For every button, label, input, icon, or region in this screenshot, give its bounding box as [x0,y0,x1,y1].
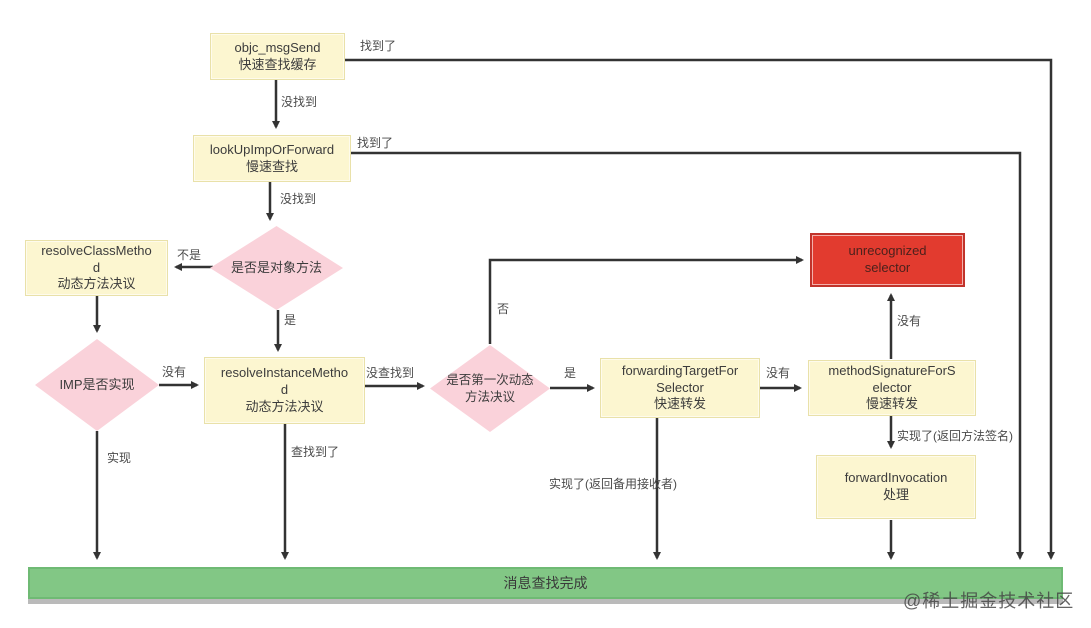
node-text-line: resolveClassMetho [41,242,152,258]
edge-label-not-first-resolve: 否 [497,302,510,316]
node-text-line: 处理 [882,487,909,502]
node-text-line: 慢速查找 [245,158,298,174]
node-text-line: 是否第一次动态 [446,373,534,388]
edge-label-first-resolve: 是 [564,366,577,380]
edge-label-imp-no: 没有 [162,365,187,379]
node-text-line: 是否是对象方法 [230,259,322,275]
edge-label-fast-forward-no: 没有 [766,366,791,380]
edge-label-resolve-not-found: 没查找到 [366,366,415,380]
node-text-line: forwardingTargetFor [621,362,739,378]
node-imp-implemented-decision: IMP是否实现 [35,339,159,431]
edge-label-slow-forward-yes: 实现了(返回方法签名) [897,429,1013,443]
edge-label-fast-not-found: 没找到 [281,95,318,109]
node-is-instance-method-decision: 是否是对象方法 [210,226,343,310]
node-text-line: 快速查找缓存 [238,56,317,72]
edge-label-imp-yes: 实现 [107,451,132,465]
edge-label-fast-forward-yes: 实现了(返回备用接收者) [549,477,677,491]
edge-label-slow-found: 找到了 [357,136,394,150]
edge-label-not-instance: 不是 [177,248,202,262]
edge-not-first-resolve [488,256,804,344]
edge-label-slow-not-found: 没找到 [280,192,317,206]
node-text-line: 方法决议 [464,389,515,404]
node-text-line: selector [864,260,911,275]
node-first-time-resolve-decision: 是否第一次动态方法决议 [430,345,550,432]
node-text-line: unrecognized [848,243,927,259]
node-text-line: 快速转发 [653,396,706,412]
node-text-line: 慢速转发 [865,396,918,412]
node-text-line: forwardInvocation [844,470,948,486]
message-lookup-done-bar: 消息查找完成 [28,567,1063,599]
node-text-line: objc_msgSend [234,39,321,55]
edge-label-resolve-found: 查找到了 [291,445,340,459]
node-text-line: d [280,382,289,398]
node-text-line: elector [872,379,912,395]
node-text-line: Selector [656,379,704,395]
node-text-line: lookUpImpOrForward [209,141,335,157]
node-text-line: 动态方法决议 [57,276,136,292]
edge-label-is-instance: 是 [284,313,297,327]
node-text-line: resolveInstanceMetho [220,365,349,381]
juejin-watermark: @稀土掘金技术社区 [903,591,1075,611]
node-text-line: 动态方法决议 [245,398,324,414]
edge-label-slow-forward-no: 没有 [897,314,922,328]
node-text-line: methodSignatureForS [828,362,956,378]
node-text-line: d [92,259,101,275]
edge-label-fast-found: 找到了 [360,39,397,53]
node-text-line: IMP是否实现 [59,376,135,392]
